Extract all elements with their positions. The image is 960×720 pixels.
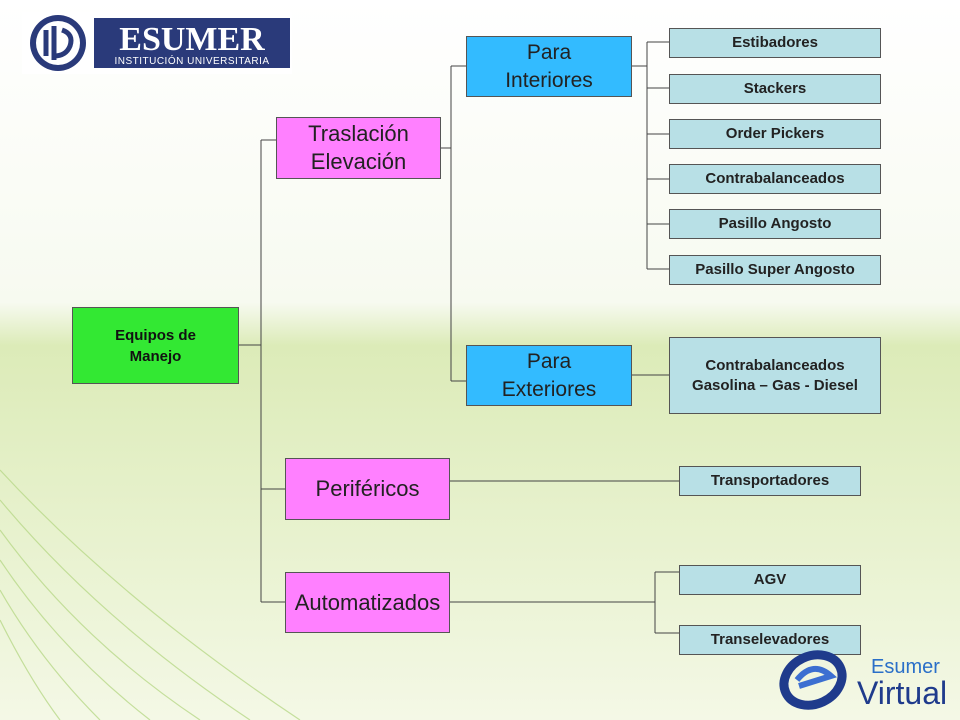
leaf-label: Transelevadores <box>710 631 830 648</box>
leaf-stackers: Stackers <box>669 74 881 104</box>
traslacion-box: Traslación Elevación <box>276 117 441 179</box>
leaf-pasillo-super-angosto: Pasillo Super Angosto <box>669 255 881 285</box>
leaf-label: Contrabalanceados Gasolina – Gas - Diese… <box>692 356 858 394</box>
leaf-transportadores: Transportadores <box>679 466 861 496</box>
automatizados-box: Automatizados <box>285 572 450 633</box>
leaf-label: Pasillo Angosto <box>718 215 832 232</box>
automatizados-label: Automatizados <box>294 589 441 615</box>
leaf-order-pickers: Order Pickers <box>669 119 881 149</box>
leaf-label: Estibadores <box>732 34 818 51</box>
interiores-label: Para Interiores <box>505 40 593 92</box>
leaf-estibadores: Estibadores <box>669 28 881 58</box>
esumer-logo: ESUMER INSTITUCIÓN UNIVERSITARIA <box>22 12 292 74</box>
leaf-label: Contrabalanceados <box>705 170 845 187</box>
leaf-contrabalanceados: Contrabalanceados <box>669 164 881 194</box>
leaf-transelevadores: Transelevadores <box>679 625 861 655</box>
leaf-agv: AGV <box>679 565 861 595</box>
leaf-pasillo-angosto: Pasillo Angosto <box>669 209 881 239</box>
leaf-label: Stackers <box>743 80 807 97</box>
leaf-contrabalanceados-exteriores: Contrabalanceados Gasolina – Gas - Diese… <box>669 337 881 414</box>
exteriores-label: Para Exteriores <box>501 349 597 401</box>
logo-brand: ESUMER <box>119 21 265 58</box>
root-label: Equipos de Manejo <box>115 326 196 365</box>
leaf-label: Pasillo Super Angosto <box>695 261 855 278</box>
traslacion-label: Traslación Elevación <box>308 121 409 174</box>
logo-tagline: INSTITUCIÓN UNIVERSITARIA <box>114 54 269 67</box>
leaf-label: AGV <box>753 571 787 588</box>
root-box: Equipos de Manejo <box>72 307 239 384</box>
footer-logo-line1: Esumer <box>871 656 940 678</box>
exteriores-box: Para Exteriores <box>466 345 632 406</box>
leaf-label: Order Pickers <box>725 125 825 142</box>
footer-logo-line2: Virtual <box>857 675 947 711</box>
perifericos-label: Periféricos <box>315 476 420 501</box>
esumer-virtual-logo: Esumer Virtual <box>779 650 947 711</box>
perifericos-box: Periféricos <box>285 458 450 520</box>
leaf-label: Transportadores <box>710 472 830 489</box>
interiores-box: Para Interiores <box>466 36 632 97</box>
